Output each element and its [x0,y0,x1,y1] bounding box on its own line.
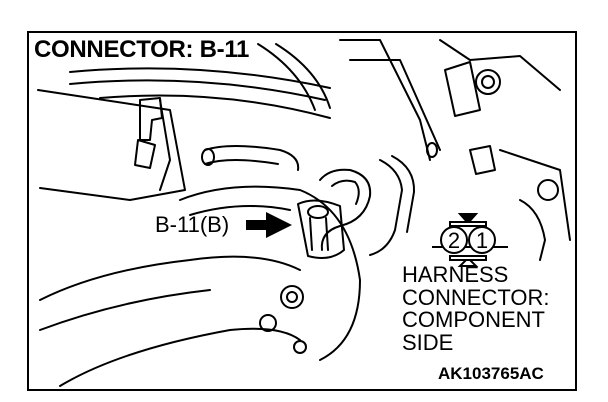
harness-label-line-4: SIDE [402,329,454,355]
pin-2-label: 2 [448,228,460,253]
pin-1-label: 1 [476,228,488,253]
harness-label-line-3: COMPONENT [402,307,545,332]
connector-pin-1: 1 [468,226,496,254]
connector-callout-label: B-11(B) [155,212,230,237]
figure-code: AK103765AC [438,364,544,383]
connector-pin-2: 2 [440,226,468,254]
harness-label-line-2: CONNECTOR: [402,284,550,310]
diagram-border [27,31,577,391]
callout-arrow [246,212,292,238]
harness-connector-label: HARNESS CONNECTOR: COMPONENT SIDE [402,262,550,355]
harness-label-line-1: HARNESS [402,262,509,287]
engine-illustration [37,39,571,387]
connector-title: CONNECTOR: B-11 [34,36,250,63]
